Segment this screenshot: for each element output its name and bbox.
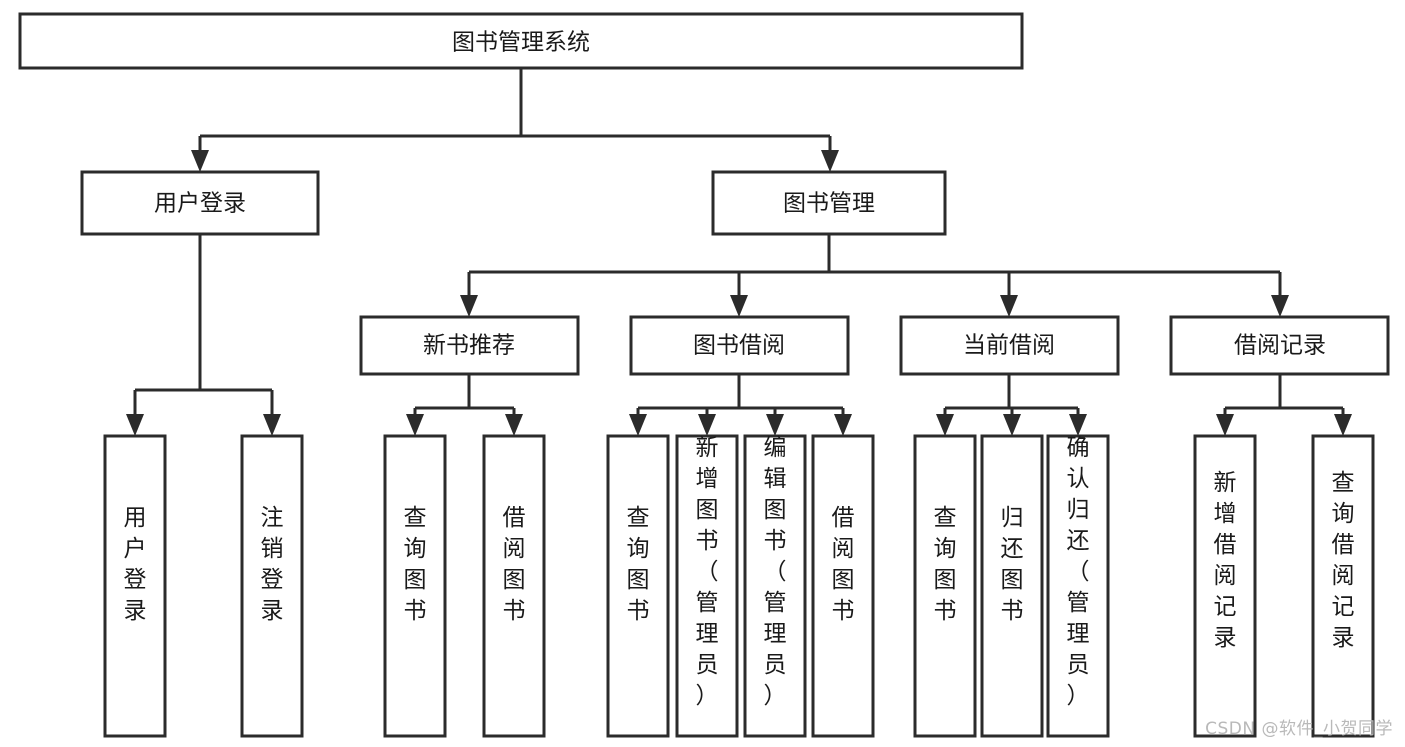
node-leaf-query-book-current-box[interactable] bbox=[913, 434, 977, 738]
edge-borrowrecord-to-bus bbox=[1223, 374, 1345, 424]
edge-bookmanage-to-bus bbox=[467, 234, 1282, 305]
arrowhead-user-login bbox=[191, 150, 209, 172]
node-leaf-borrow-book-box[interactable] bbox=[811, 434, 875, 738]
node-leaf-edit-book-admin-label: 编辑图书（管理员） bbox=[764, 435, 787, 709]
node-new-book-recommend-box[interactable] bbox=[359, 315, 580, 376]
arrowhead-leaf-borrow-book-rec bbox=[505, 414, 523, 436]
connector-layer bbox=[126, 68, 1352, 436]
node-leaf-query-borrow-record-box[interactable] bbox=[1311, 434, 1375, 738]
node-leaf-query-book-rec[interactable]: 查询图书 bbox=[383, 434, 447, 738]
arrowhead-leaf-confirm-return-admin bbox=[1069, 414, 1087, 436]
node-current-borrow-label: 当前借阅 bbox=[963, 333, 1055, 359]
node-leaf-return-book-box[interactable] bbox=[980, 434, 1044, 738]
node-leaf-confirm-return-admin-label: 确认归还（管理员） bbox=[1067, 435, 1090, 709]
node-leaf-query-book-current-label: 查询图书 bbox=[934, 505, 957, 624]
node-book-manage-box[interactable] bbox=[711, 170, 947, 236]
node-leaf-query-borrow-record-label: 查询借阅记录 bbox=[1332, 470, 1355, 651]
node-leaf-borrow-book-label: 借阅图书 bbox=[832, 505, 855, 624]
arrowhead-current-borrow bbox=[1000, 295, 1018, 317]
node-borrow-record[interactable]: 借阅记录 bbox=[1169, 315, 1390, 376]
edge-root-to-bus bbox=[198, 68, 832, 160]
node-leaf-edit-book-admin[interactable]: 编辑图书（管理员） bbox=[743, 434, 807, 738]
node-user-login[interactable]: 用户登录 bbox=[80, 170, 320, 236]
node-leaf-add-book-admin[interactable]: 新增图书（管理员） bbox=[675, 434, 739, 738]
node-leaf-borrow-book-rec-box[interactable] bbox=[482, 434, 546, 738]
node-book-borrow-label: 图书借阅 bbox=[693, 333, 785, 359]
node-new-book-recommend-label: 新书推荐 bbox=[423, 333, 515, 359]
arrowhead-book-borrow bbox=[730, 295, 748, 317]
arrowhead-borrow-record bbox=[1271, 295, 1289, 317]
node-leaf-add-borrow-record-label: 新增借阅记录 bbox=[1214, 470, 1237, 651]
arrowhead-leaf-add-book-admin bbox=[698, 414, 716, 436]
node-leaf-query-borrow-record[interactable]: 查询借阅记录 bbox=[1311, 434, 1375, 738]
node-user-login-box[interactable] bbox=[80, 170, 320, 236]
node-user-login-label: 用户登录 bbox=[154, 191, 246, 217]
node-root[interactable]: 图书管理系统 bbox=[18, 12, 1024, 70]
node-leaf-logout[interactable]: 注销登录 bbox=[240, 434, 304, 738]
node-new-book-recommend[interactable]: 新书推荐 bbox=[359, 315, 580, 376]
node-borrow-record-label: 借阅记录 bbox=[1234, 333, 1326, 359]
arrowhead-leaf-user-login bbox=[126, 414, 144, 436]
node-leaf-borrow-book-rec-label: 借阅图书 bbox=[503, 505, 526, 624]
leaf-node-layer: 用户登录 注销登录 查询图书 借阅图书 查询图书 新增图书（管理员） 编辑图书（… bbox=[103, 434, 1375, 738]
edge-bookborrow-to-bus bbox=[636, 374, 845, 424]
node-leaf-query-book-borrow-label: 查询图书 bbox=[627, 505, 650, 624]
node-book-borrow-box[interactable] bbox=[629, 315, 850, 376]
arrowhead-leaf-query-book-current bbox=[936, 414, 954, 436]
arrowhead-leaf-query-borrow-record bbox=[1334, 414, 1352, 436]
node-leaf-confirm-return-admin-box[interactable] bbox=[1046, 434, 1110, 738]
arrowhead-leaf-logout bbox=[263, 414, 281, 436]
node-book-manage-label: 图书管理 bbox=[783, 191, 875, 217]
node-leaf-return-book[interactable]: 归还图书 bbox=[980, 434, 1044, 738]
edge-newbook-to-bus bbox=[413, 374, 516, 424]
node-leaf-user-login[interactable]: 用户登录 bbox=[103, 434, 167, 738]
node-root-label: 图书管理系统 bbox=[452, 30, 590, 56]
arrowhead-leaf-query-book-borrow bbox=[629, 414, 647, 436]
node-leaf-query-book-rec-box[interactable] bbox=[383, 434, 447, 738]
node-leaf-confirm-return-admin[interactable]: 确认归还（管理员） bbox=[1046, 434, 1110, 738]
arrowhead-leaf-return-book bbox=[1003, 414, 1021, 436]
node-leaf-borrow-book[interactable]: 借阅图书 bbox=[811, 434, 875, 738]
node-leaf-logout-box[interactable] bbox=[240, 434, 304, 738]
arrowhead-leaf-borrow-book bbox=[834, 414, 852, 436]
node-leaf-return-book-label: 归还图书 bbox=[1001, 505, 1024, 624]
node-leaf-logout-label: 注销登录 bbox=[261, 505, 284, 624]
node-current-borrow[interactable]: 当前借阅 bbox=[899, 315, 1120, 376]
edge-userlogin-to-bus bbox=[133, 234, 274, 424]
arrowhead-leaf-query-book-rec bbox=[406, 414, 424, 436]
node-leaf-user-login-box[interactable] bbox=[103, 434, 167, 738]
node-leaf-add-book-admin-box[interactable] bbox=[675, 434, 739, 738]
node-leaf-add-book-admin-label: 新增图书（管理员） bbox=[696, 435, 719, 709]
arrowhead-leaf-add-borrow-record bbox=[1216, 414, 1234, 436]
node-leaf-query-book-rec-label: 查询图书 bbox=[404, 505, 427, 624]
node-root-box[interactable] bbox=[18, 12, 1024, 70]
node-leaf-edit-book-admin-box[interactable] bbox=[743, 434, 807, 738]
node-leaf-add-borrow-record-box[interactable] bbox=[1193, 434, 1257, 738]
arrowhead-new-book-recommend bbox=[460, 295, 478, 317]
node-leaf-query-book-borrow-box[interactable] bbox=[606, 434, 670, 738]
node-leaf-query-book-current[interactable]: 查询图书 bbox=[913, 434, 977, 738]
arrowhead-book-manage bbox=[821, 150, 839, 172]
csdn-watermark: CSDN @软件_小贺同学 bbox=[1205, 719, 1393, 739]
node-book-borrow[interactable]: 图书借阅 bbox=[629, 315, 850, 376]
node-leaf-user-login-label: 用户登录 bbox=[124, 505, 147, 624]
node-leaf-borrow-book-rec[interactable]: 借阅图书 bbox=[482, 434, 546, 738]
arrowhead-leaf-edit-book-admin bbox=[766, 414, 784, 436]
node-borrow-record-box[interactable] bbox=[1169, 315, 1390, 376]
node-current-borrow-box[interactable] bbox=[899, 315, 1120, 376]
node-leaf-query-book-borrow[interactable]: 查询图书 bbox=[606, 434, 670, 738]
node-book-manage[interactable]: 图书管理 bbox=[711, 170, 947, 236]
node-leaf-add-borrow-record[interactable]: 新增借阅记录 bbox=[1193, 434, 1257, 738]
